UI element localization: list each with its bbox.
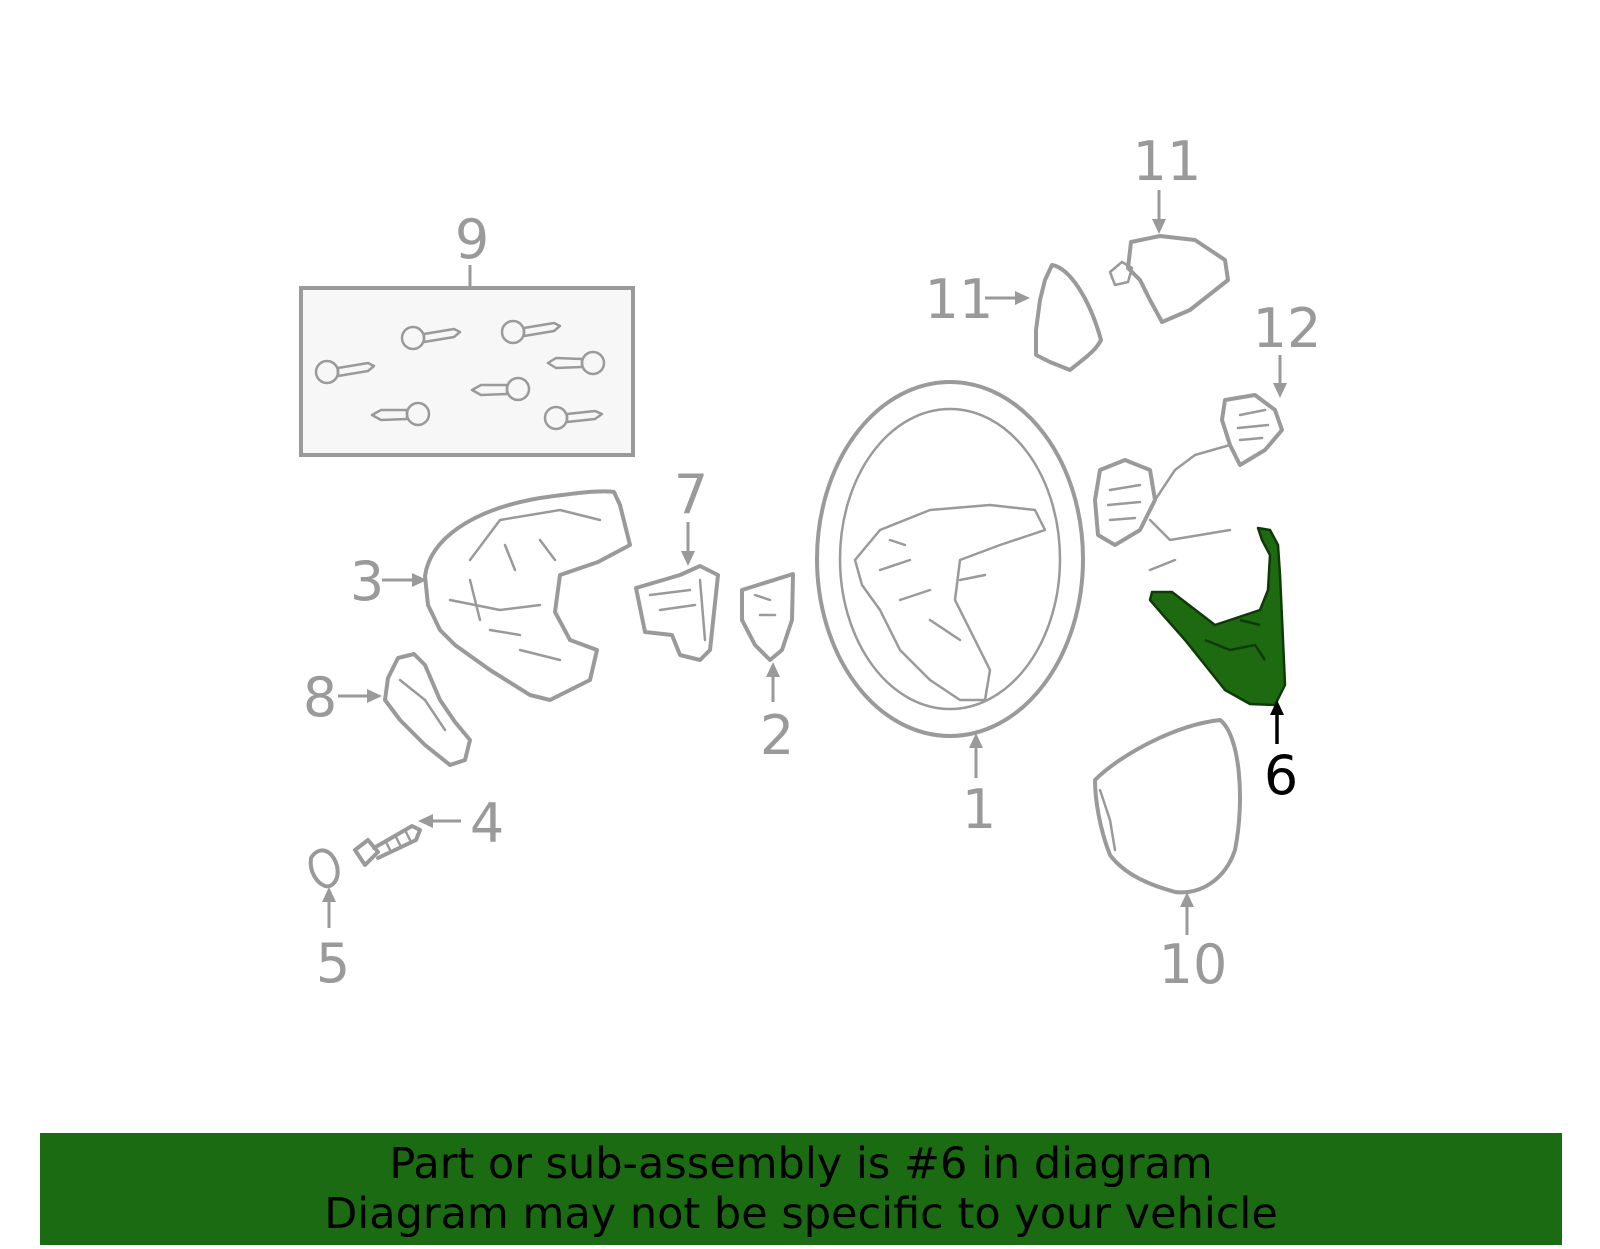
part-2-lower-cover[interactable] [740, 572, 795, 662]
part-11-cover-left[interactable] [1034, 263, 1103, 372]
banner-line-2: Diagram may not be specific to your vehi… [324, 1189, 1278, 1239]
part-4-bolt[interactable] [353, 824, 422, 867]
part-5-cap[interactable] [308, 848, 340, 889]
part-11-cover-right[interactable] [1108, 234, 1230, 324]
callout-7: 7 [674, 463, 708, 526]
callout-4: 4 [470, 792, 504, 855]
callout-12: 12 [1253, 297, 1322, 360]
kit-box [299, 286, 635, 457]
info-banner: Part or sub-assembly is #6 in diagram Di… [40, 1133, 1562, 1245]
screw-group [314, 319, 606, 431]
part-6-lower-bezel-highlighted[interactable] [1148, 526, 1287, 707]
callout-6: 6 [1264, 744, 1298, 807]
callout-5: 5 [316, 932, 350, 995]
callout-2: 2 [760, 704, 794, 767]
callout-11-left: 11 [925, 268, 994, 331]
callout-11-right: 11 [1133, 130, 1202, 193]
banner-line-1: Part or sub-assembly is #6 in diagram [389, 1139, 1213, 1189]
callout-10: 10 [1159, 933, 1228, 996]
part-3-back-cover[interactable] [423, 489, 632, 702]
part-9-screw-kit[interactable] [299, 265, 635, 457]
part-8-side-trim[interactable] [383, 652, 472, 767]
part-7-bracket[interactable] [634, 564, 720, 662]
callout-9: 9 [455, 208, 489, 271]
callout-3: 3 [350, 550, 384, 613]
part-12-switch-assembly[interactable] [1093, 393, 1284, 572]
part-1-steering-wheel[interactable] [815, 380, 1085, 738]
part-10-airbag[interactable] [1093, 718, 1242, 895]
callout-8: 8 [303, 666, 337, 729]
callout-1: 1 [962, 778, 996, 841]
